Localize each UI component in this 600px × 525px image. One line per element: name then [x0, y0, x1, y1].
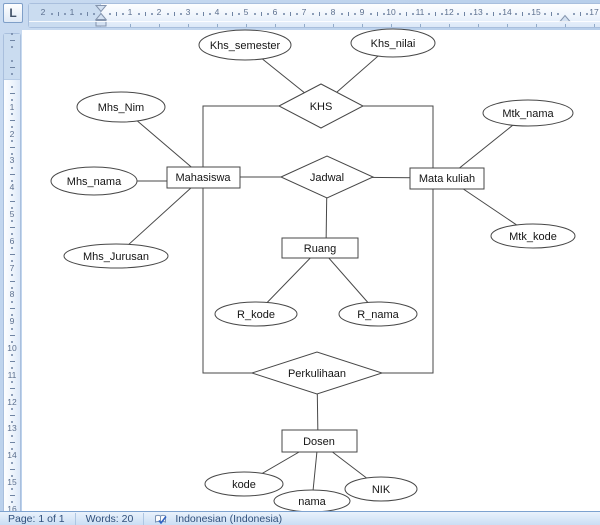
- left-tab-icon: L: [9, 6, 17, 20]
- ruler-number: 5: [243, 7, 249, 17]
- attribute-label: nama: [298, 496, 326, 508]
- ruler-number: 1: [127, 7, 133, 17]
- attribute-label: NIK: [372, 484, 391, 496]
- ruler-number: 8: [330, 7, 336, 17]
- ruler-number: 14: [502, 7, 512, 17]
- status-bar: Page: 1 of 1 Words: 20 Indonesian (Indon…: [0, 511, 600, 525]
- attribute-label: kode: [232, 479, 256, 491]
- ruler-number: 13: [7, 423, 17, 434]
- ruler-number: 17: [589, 7, 599, 17]
- ruler-number: 2: [40, 7, 46, 17]
- entity-ruang[interactable]: Ruang: [281, 237, 359, 259]
- entity-mata-kuliah[interactable]: Mata kuliah: [409, 167, 485, 190]
- attribute-mtk-nama[interactable]: Mtk_nama: [482, 99, 574, 127]
- ruler-number: 11: [415, 7, 425, 17]
- ruler-number: 4: [9, 182, 15, 193]
- ruler-number: 14: [7, 450, 17, 461]
- ruler-number: 9: [9, 316, 15, 327]
- ruler-number: 2: [9, 128, 15, 139]
- attribute-nik[interactable]: NIK: [344, 476, 418, 502]
- attribute-label: R_kode: [237, 309, 275, 321]
- ruler-number: 15: [7, 477, 17, 487]
- ruler-number: 6: [9, 235, 15, 246]
- entity-label: Mata kuliah: [419, 173, 475, 185]
- attribute-khs-nilai[interactable]: Khs_nilai: [350, 28, 436, 58]
- attribute-mhs-nim[interactable]: Mhs_Nim: [76, 91, 166, 123]
- attribute-label: Mhs_nama: [67, 176, 122, 188]
- language[interactable]: Indonesian (Indonesia): [175, 513, 283, 525]
- attribute-label: Mhs_Jurusan: [83, 251, 149, 263]
- relationship-label: Jadwal: [310, 172, 344, 184]
- status-separator: [74, 513, 76, 525]
- entity-label: Mahasiswa: [175, 172, 231, 184]
- connector-line: [115, 176, 204, 257]
- ruler-number: 5: [9, 209, 15, 219]
- relationship-perkulihaan[interactable]: Perkulihaan: [250, 351, 384, 395]
- attribute-r-kode[interactable]: R_kode: [214, 301, 298, 327]
- ruler-number: 12: [7, 396, 17, 407]
- relationship-jadwal[interactable]: Jadwal: [279, 155, 375, 199]
- attribute-mtk-kode[interactable]: Mtk_kode: [490, 223, 576, 249]
- ruler-number: 13: [473, 7, 483, 17]
- entity-label: Dosen: [303, 436, 335, 448]
- attribute-label: Khs_semester: [210, 40, 281, 52]
- attribute-r-nama[interactable]: R_nama: [338, 301, 418, 327]
- ruler-number: 9: [359, 7, 365, 17]
- attribute-label: Mtk_kode: [509, 231, 557, 243]
- ruler-number: 8: [9, 289, 15, 300]
- word-count[interactable]: Words: 20: [85, 513, 134, 525]
- ruler-number: 16: [7, 503, 17, 514]
- ruler-number: 7: [301, 7, 307, 17]
- ruler-number: 1: [69, 7, 75, 17]
- relationship-khs[interactable]: KHS: [277, 83, 365, 129]
- attribute-mhs-jurusan[interactable]: Mhs_Jurusan: [63, 243, 169, 269]
- spellcheck-icon[interactable]: [154, 513, 167, 525]
- ruler-number: 3: [9, 155, 15, 166]
- entity-dosen[interactable]: Dosen: [281, 429, 358, 453]
- ruler-number: 10: [7, 343, 17, 353]
- attribute-label: Khs_nilai: [371, 38, 416, 50]
- connector-line: [202, 177, 317, 374]
- attribute-mhs-nama[interactable]: Mhs_nama: [50, 166, 138, 196]
- attribute-kode[interactable]: kode: [204, 471, 284, 497]
- entity-label: Ruang: [304, 243, 336, 255]
- attribute-label: Mhs_Nim: [98, 102, 144, 114]
- ruler-number: 10: [386, 7, 396, 17]
- first-line-indent-marker[interactable]: [95, 5, 107, 28]
- status-separator: [143, 513, 145, 525]
- tab-selector[interactable]: L: [3, 3, 23, 23]
- ruler-number: 3: [185, 7, 191, 17]
- ruler-number: 1: [9, 101, 15, 112]
- relationship-label: Perkulihaan: [288, 368, 346, 380]
- ruler-number: 7: [9, 262, 15, 273]
- attribute-nama[interactable]: nama: [273, 489, 351, 513]
- v-ruler-margin-zone: [4, 34, 20, 80]
- ruler-number: 15: [531, 7, 541, 17]
- ruler-number: 6: [272, 7, 278, 17]
- page-count[interactable]: Page: 1 of 1: [8, 513, 65, 525]
- entity-mahasiswa[interactable]: Mahasiswa: [166, 166, 241, 189]
- attribute-label: R_nama: [357, 309, 399, 321]
- attribute-label: Mtk_nama: [502, 108, 554, 120]
- attribute-khs-semester[interactable]: Khs_semester: [198, 29, 292, 61]
- ruler-number: 12: [444, 7, 454, 17]
- ruler-number: 4: [214, 7, 220, 17]
- relationship-label: KHS: [310, 101, 333, 113]
- ruler-number: 11: [7, 369, 17, 380]
- ruler-number: 2: [156, 7, 162, 17]
